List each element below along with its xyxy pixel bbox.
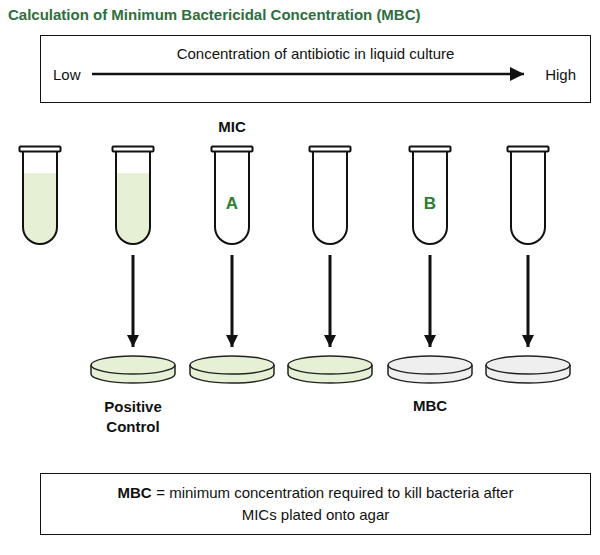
node-heading: Concentration of antibiotic in liquid cu… xyxy=(41,45,590,62)
node-text: = minimum concentration required to kill… xyxy=(156,484,513,523)
node-heading: B xyxy=(408,194,452,214)
agar-plate xyxy=(190,356,274,383)
node-heading: Positive Control xyxy=(88,397,178,436)
plating-arrow xyxy=(132,255,135,347)
definition-text: MBC= minimum concentration required to k… xyxy=(111,482,521,525)
test-tube xyxy=(508,147,549,245)
plating-arrow xyxy=(231,255,234,347)
agar-plate-outline xyxy=(385,352,475,388)
node-text: Low xyxy=(53,66,81,83)
concentration-arrow xyxy=(92,73,524,76)
agar-plate: MBC xyxy=(385,352,475,422)
node-heading: MIC xyxy=(190,118,274,135)
connector-arrow xyxy=(429,255,432,347)
test-tube xyxy=(310,147,351,245)
test-tube: B xyxy=(408,145,452,250)
agar-plate-shape xyxy=(388,356,472,383)
scale-box: Concentration of antibiotic in liquid cu… xyxy=(40,35,591,103)
node-text: A xyxy=(210,194,254,214)
connectors xyxy=(430,255,431,347)
test-tube: MICA xyxy=(210,118,254,250)
agar-plate-shape xyxy=(91,356,175,383)
node-text: High xyxy=(545,66,576,83)
plating-arrow xyxy=(329,255,332,347)
definition-box: MBC= minimum concentration required to k… xyxy=(40,473,591,535)
node-heading: MBC xyxy=(118,484,152,501)
test-tube xyxy=(113,147,154,245)
agar-plate: Positive Control xyxy=(88,352,178,438)
node-heading: MBC xyxy=(385,397,475,414)
agar-plate xyxy=(486,356,570,383)
agar-plate xyxy=(288,356,372,383)
title: Calculation of Minimum Bactericidal Conc… xyxy=(8,6,421,23)
test-tube xyxy=(20,147,61,245)
plating-arrow xyxy=(527,255,530,347)
agar-plate-outline xyxy=(88,352,178,388)
